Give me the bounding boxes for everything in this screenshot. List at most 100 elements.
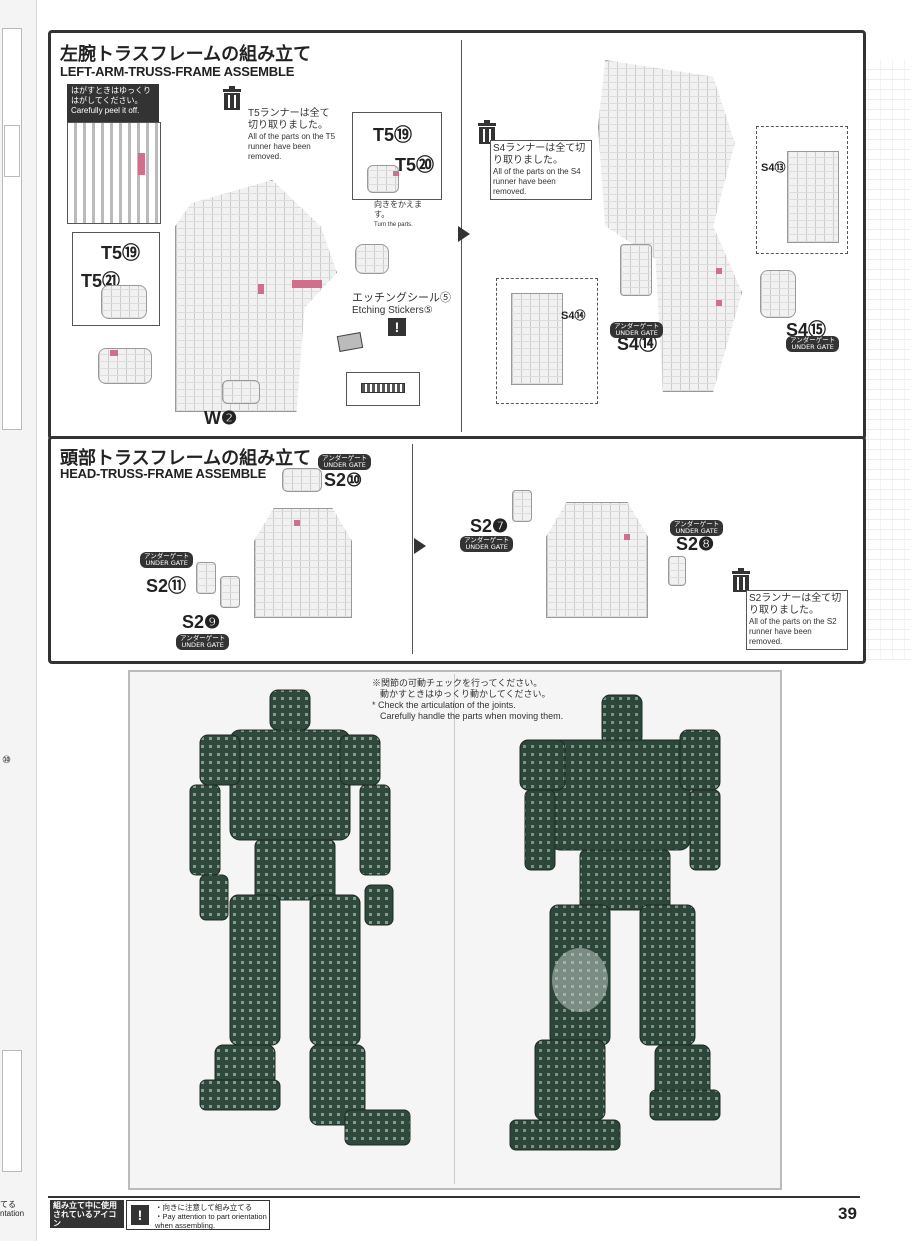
turn-note-jp: 向きをかえます。	[374, 200, 422, 219]
binding-strip: ⑩ てる ntation	[0, 0, 37, 1241]
s4-14-detail-box: S4⑭	[496, 278, 598, 404]
frame-marker-a	[292, 280, 322, 288]
etching-note-jp: エッチングシール⑤	[352, 292, 451, 304]
articulation-note-en1: * Check the articulation of the joints.	[372, 700, 516, 710]
left-arm-title-en: LEFT-ARM-TRUSS-FRAME ASSEMBLE	[60, 64, 295, 79]
frame-marker-d	[716, 300, 722, 306]
spine-frame	[2, 28, 22, 430]
under-gate-en: UNDER GATE	[323, 461, 366, 469]
part-turned-art	[355, 244, 389, 274]
s4-runner-note: S4ランナーは全て切り取りました。 All of the parts on th…	[490, 140, 592, 200]
turn-note: 向きをかえます。 Turn the parts.	[374, 200, 434, 230]
caution-legend-text: ・向きに注意して組み立てる ・Pay attention to part ori…	[155, 1203, 269, 1230]
page-number: 39	[838, 1204, 857, 1223]
frame-marker-b	[258, 284, 264, 294]
peel-note: はがすときはゆっくりはがしてください。 Carefully peel it of…	[67, 84, 159, 122]
under-gate-en: UNDER GATE	[465, 543, 508, 551]
under-gate-jp: アンダーゲート	[322, 454, 368, 462]
part-s2-10-art	[282, 468, 322, 492]
part-s4-14-art	[620, 244, 652, 296]
under-gate-jp: アンダーゲート	[464, 536, 510, 544]
under-gate-jp: アンダーゲート	[144, 552, 190, 560]
sticker-highlight	[138, 153, 145, 175]
part-label-t5-20: T5⑳	[395, 155, 435, 175]
s4-runner-note-en: All of the parts on the S4 runner have b…	[493, 167, 581, 196]
part-s4-15-art	[760, 270, 796, 318]
spine-lower-box	[2, 1050, 22, 1172]
under-gate-en: UNDER GATE	[181, 641, 224, 649]
under-gate-jp: アンダーゲート	[614, 322, 660, 330]
caution-icon: !	[388, 318, 406, 336]
etching-detail-box	[346, 372, 420, 406]
spine-inner-box	[4, 125, 20, 177]
under-gate-jp: アンダーゲート	[674, 520, 720, 528]
part-t5-21-art	[101, 285, 147, 319]
spine-text: てる ntation	[0, 1200, 24, 1218]
part-label-s2-11: S2⑪	[146, 576, 187, 596]
head-section	[48, 436, 866, 664]
s2-runner-note: S2ランナーは全て切り取りました。 All of the parts on th…	[746, 590, 848, 650]
etching-detail-art	[361, 383, 405, 393]
caution-legend-jp: ・向きに注意して組み立てる	[155, 1203, 253, 1212]
spine-text-line2: ntation	[0, 1209, 25, 1218]
head-marker-a	[294, 520, 300, 526]
part-s2-7-art	[512, 490, 532, 522]
under-gate-en: UNDER GATE	[615, 329, 658, 337]
part-s2-8-art	[668, 556, 686, 586]
part-label-s2-10: S2⑩	[324, 470, 363, 490]
part-label-s4-13: S4⑬	[761, 162, 786, 174]
part-label-t5-19b: T5⑲	[101, 243, 141, 263]
left-arm-section	[48, 30, 866, 440]
step-arrow-2	[414, 538, 426, 554]
assembled-t5-part-art	[98, 348, 152, 384]
head-frame-assembled-art	[546, 502, 648, 618]
part-marker-t5	[110, 350, 118, 356]
sticker-sheet	[67, 122, 161, 224]
part-label-s4-14: S4⑭	[617, 334, 658, 354]
etching-note-en: Etching Stickers⑤	[352, 305, 433, 316]
part-label-s2-8: S2❽	[676, 534, 715, 554]
articulation-note: ※関節の可動チェックを行ってください。 動かすときはゆっくり動かしてください。 …	[372, 678, 563, 722]
robot-back-sheen	[552, 948, 608, 1012]
peel-note-en: Carefully peel it off.	[71, 106, 140, 115]
spine-text-line1: てる	[0, 1200, 16, 1209]
symbols-legend-jp: 組み立て中に使用されているアイコン	[53, 1201, 117, 1228]
head-frame-art	[254, 508, 352, 618]
t5-21-box: T5⑲ T5㉑	[72, 232, 160, 326]
s4-13-detail-art	[787, 151, 839, 243]
part-s2-11-art	[196, 562, 216, 594]
t5-runner-note-en: All of the parts on the T5 runner have b…	[248, 132, 336, 161]
under-gate-jp: アンダーゲート	[180, 634, 226, 642]
robot-photo-front	[189, 689, 411, 1146]
trash-icon	[478, 120, 496, 144]
under-gate-en: UNDER GATE	[675, 527, 718, 535]
part-t5-20-art	[367, 165, 399, 193]
trash-icon	[223, 86, 241, 110]
symbols-legend-label: 組み立て中に使用されているアイコン Symbols used in instru…	[50, 1200, 124, 1244]
under-gate-en: UNDER GATE	[791, 343, 834, 351]
frame-marker-c	[716, 268, 722, 274]
left-arm-title-jp: 左腕トラスフレームの組み立て	[60, 44, 312, 65]
photo-divider	[454, 674, 455, 1184]
part-label-s4-14-box: S4⑭	[561, 310, 586, 322]
s4-14-detail-art	[511, 293, 563, 385]
part-label-s2-7: S2❼	[470, 516, 509, 536]
t5-detail-box: T5⑲ T5⑳	[352, 112, 442, 200]
caution-icon: !	[131, 1205, 149, 1225]
s2-runner-note-jp: S2ランナーは全て切り取りました。	[749, 593, 842, 616]
part-label-t5-19: T5⑲	[373, 125, 413, 145]
head-title-en: HEAD-TRUSS-FRAME ASSEMBLE	[60, 466, 267, 481]
footer-rule	[48, 1196, 860, 1198]
s2-runner-note-en: All of the parts on the S2 runner have b…	[749, 617, 837, 646]
symbols-legend-en: Symbols used in instruction.	[53, 1229, 98, 1244]
head-title-jp: 頭部トラスフレームの組み立て	[60, 448, 312, 469]
head-divider	[412, 444, 413, 654]
part-label-s2-9: S2❾	[182, 612, 221, 632]
peel-note-jp: はがすときはゆっくりはがしてください。	[71, 86, 151, 105]
caution-legend-en: ・Pay attention to part orientation when …	[155, 1212, 267, 1230]
trash-icon	[732, 568, 750, 592]
part-label-w2: W❷	[204, 408, 238, 428]
